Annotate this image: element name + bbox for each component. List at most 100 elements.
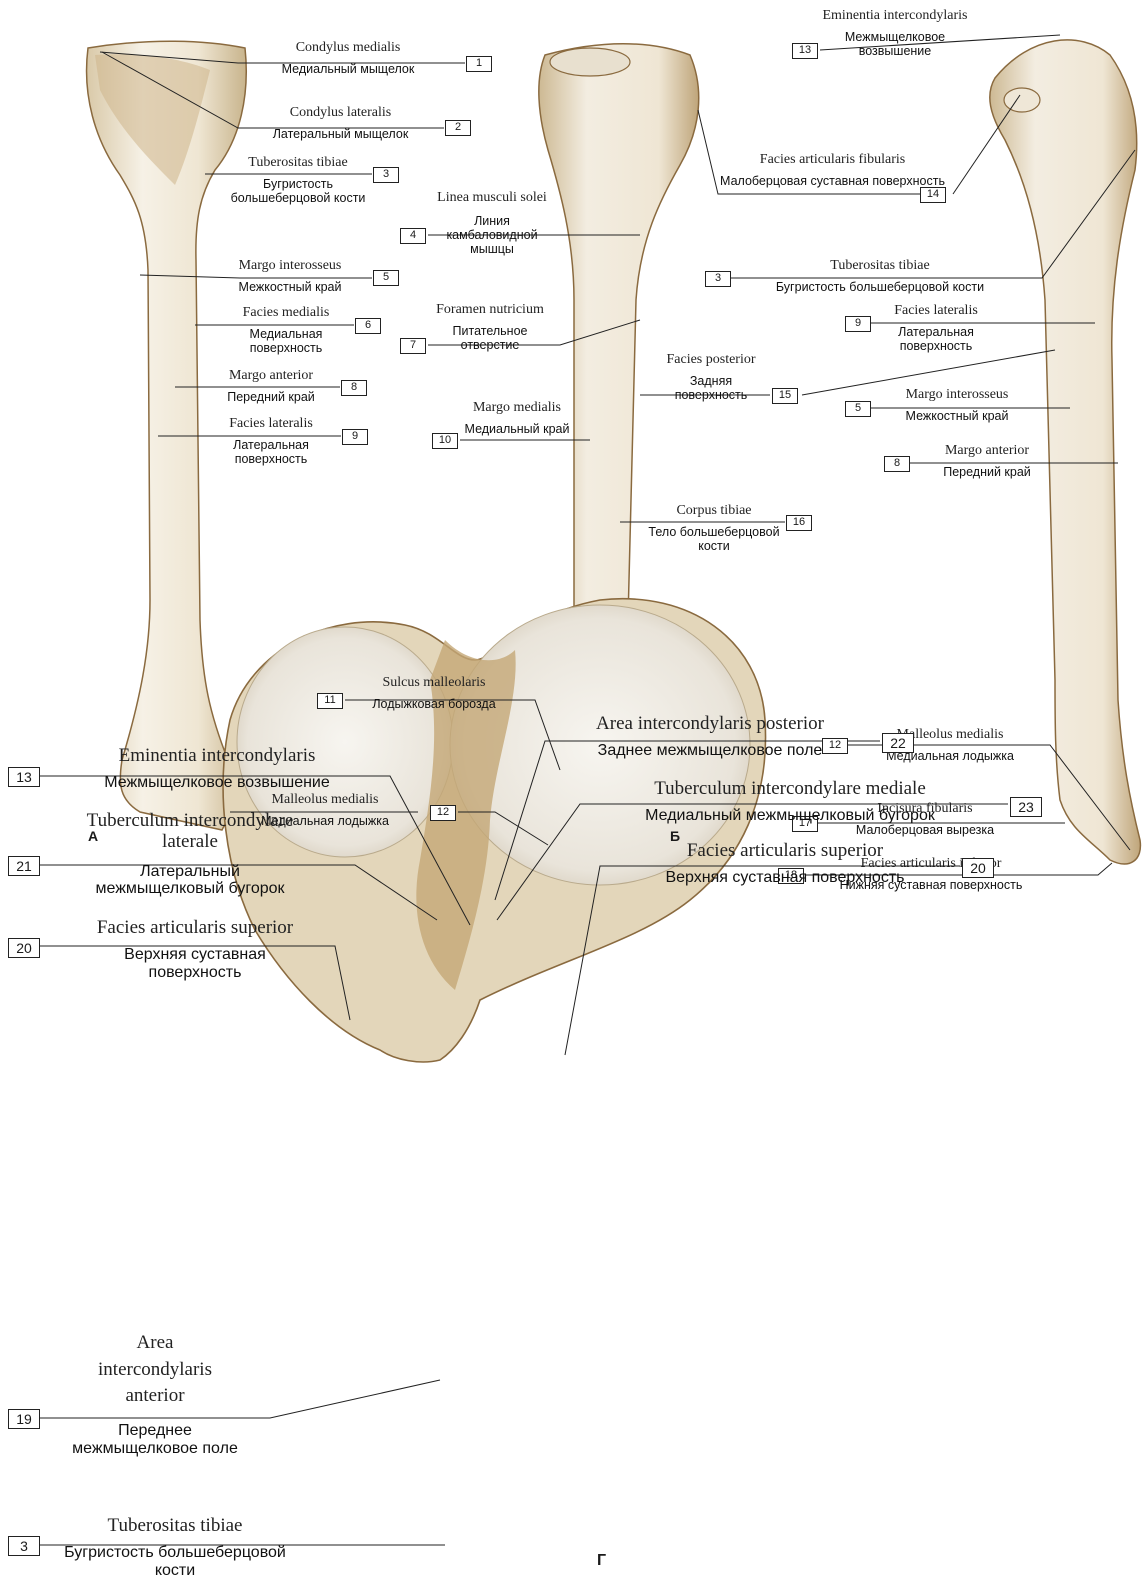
label-number: 5 (373, 270, 399, 286)
label-margo-anterior: Margo anterior Передний край (205, 368, 337, 404)
label-russian: Межмыщелковое возвышение (820, 30, 970, 58)
label-margo-interosseus: Margo interosseus Межкостный край (210, 258, 370, 294)
label-russian: Бугристость большеберцовой кости (735, 280, 1025, 294)
label-latin: Tuberositas tibiae (735, 258, 1025, 274)
label-russian: Медиальный мыщелок (238, 62, 458, 76)
label-number: 6 (355, 318, 381, 334)
label-condylus-medialis: Condylus medialis Медиальный мыщелок (238, 40, 458, 76)
label-number: 13 (8, 767, 40, 787)
label-number: 22 (882, 733, 914, 753)
label-latin: Corpus tibiae (646, 503, 782, 519)
label-russian: Малоберцовая суставная поверхность (720, 174, 945, 188)
label-number: 16 (786, 515, 812, 531)
label-number: 5 (845, 401, 871, 417)
label-latin: Condylus medialis (238, 40, 458, 56)
label-russian: Питательное отверстие (430, 324, 550, 352)
label-linea-musculi-solei: Linea musculi solei Линия камбаловидной … (432, 190, 552, 256)
label-russian: Верхняя суставная поверхность (620, 869, 950, 887)
label-russian: Медиальный край (462, 422, 572, 436)
label-facies-posterior: Facies posterior Задняя поверхность (655, 352, 767, 402)
label-latin: Facies articularis fibularis (720, 152, 945, 168)
label-number: 12 (430, 805, 456, 821)
label-facies-articularis-fibularis: Facies articularis fibularis Малоберцова… (720, 152, 945, 188)
label-facies-articularis-superior-medial: Facies articularis superior Верхняя суст… (620, 840, 950, 887)
label-latin: Malleolus medialis (850, 727, 1050, 743)
label-russian: Медиальная лодыжка (850, 749, 1050, 763)
label-latin: Tuberculum intercondylare mediale (580, 778, 1000, 799)
label-latin: Margo interosseus (210, 258, 370, 274)
label-russian: Тело большеберцовой кости (646, 525, 782, 553)
label-latin: Facies lateralis (870, 303, 1002, 319)
label-russian: Межкостный край (872, 409, 1042, 423)
label-latin: Margo anterior (912, 443, 1062, 459)
label-eminentia-intercondylaris-superior: Eminentia intercondylaris Межмыщелковое … (42, 745, 392, 792)
label-number: 23 (1010, 797, 1042, 817)
label-latin: Margo anterior (205, 368, 337, 384)
label-latin: Facies articularis superior (60, 917, 330, 938)
label-russian: Латеральная поверхность (870, 325, 1002, 353)
label-facies-medialis: Facies medialis Медиальная поверхность (220, 305, 352, 355)
label-russian: Медиальный межмыщелковый бугорок (580, 807, 1000, 825)
label-corpus-tibiae: Corpus tibiae Тело большеберцовой кости (646, 503, 782, 553)
label-foramen-nutricium: Foramen nutricium Питательное отверстие (430, 302, 550, 352)
label-number: 13 (792, 43, 818, 59)
label-russian: Передний край (205, 390, 337, 404)
label-russian: Бугристость большеберцовой кости (228, 177, 368, 205)
label-tuberculum-intercondylare-laterale: Tuberculum intercondylare laterale Латер… (60, 810, 320, 898)
label-sulcus-malleolaris: Sulcus malleolaris Лодыжковая борозда (346, 675, 522, 711)
label-russian: Латеральная поверхность (205, 438, 337, 466)
label-latin: Facies medialis (220, 305, 352, 321)
label-latin: Facies posterior (655, 352, 767, 368)
label-number: 4 (400, 228, 426, 244)
label-tuberositas-tibiae-superior: Tuberositas tibiae Бугристость большебер… (60, 1515, 290, 1580)
label-latin: Area intercondylaris anterior (90, 1330, 220, 1410)
label-russian: Лодыжковая борозда (346, 697, 522, 711)
label-number: 19 (8, 1409, 40, 1429)
label-latin: Sulcus malleolaris (346, 675, 522, 691)
label-russian: Верхняя суставная поверхность (95, 946, 295, 982)
label-russian: Переднее межмыщелковое поле (68, 1422, 243, 1458)
label-russian: Межкостный край (210, 280, 370, 294)
label-latin: Margo interosseus (872, 387, 1042, 403)
label-number: 20 (962, 858, 994, 878)
label-margo-interosseus-lateral: Margo interosseus Межкостный край (872, 387, 1042, 423)
label-number: 8 (884, 456, 910, 472)
label-tuberositas-tibiae: Tuberositas tibiae Бугристость большебер… (228, 155, 368, 205)
label-number: 15 (772, 388, 798, 404)
label-russian: Межмыщелковое возвышение (42, 774, 392, 792)
label-facies-articularis-superior-lateral: Facies articularis superior Верхняя суст… (60, 917, 330, 982)
label-area-intercondylaris-posterior: Area intercondylaris posterior Заднее ме… (545, 713, 875, 760)
label-number: 1 (466, 56, 492, 72)
label-number: 10 (432, 433, 458, 449)
label-russian: Передний край (912, 465, 1062, 479)
label-number: 20 (8, 938, 40, 958)
label-latin: Tuberculum intercondylare laterale (75, 810, 305, 853)
label-number: 8 (341, 380, 367, 396)
tibia-lateral-facet (1004, 88, 1040, 112)
label-latin: Tuberositas tibiae (228, 155, 368, 171)
label-russian: Линия камбаловидной мышцы (432, 214, 552, 256)
label-number: 7 (400, 338, 426, 354)
label-latin: Malleolus medialis (232, 792, 418, 808)
label-number: 3 (373, 167, 399, 183)
panel-letter-g: Г (597, 1552, 606, 1570)
label-number: 9 (342, 429, 368, 445)
label-number: 3 (705, 271, 731, 287)
label-number: 2 (445, 120, 471, 136)
label-facies-lateralis-lateral: Facies lateralis Латеральная поверхность (870, 303, 1002, 353)
label-latin: Margo medialis (462, 400, 572, 416)
label-russian: Медиальная поверхность (220, 327, 352, 355)
label-malleolus-medialis-lateral: Malleolus medialis Медиальная лодыжка (850, 727, 1050, 763)
tibia-posterior-plateau (550, 48, 630, 76)
label-tuberculum-intercondylare-mediale: Tuberculum intercondylare mediale Медиал… (580, 778, 1000, 825)
label-latin: Eminentia intercondylaris (820, 8, 970, 24)
label-number: 3 (8, 1536, 40, 1556)
label-latin: Condylus lateralis (238, 105, 443, 121)
label-number: 14 (920, 187, 946, 203)
label-margo-anterior-lateral: Margo anterior Передний край (912, 443, 1062, 479)
label-facies-lateralis: Facies lateralis Латеральная поверхность (205, 416, 337, 466)
label-number: 21 (8, 856, 40, 876)
label-latin: Eminentia intercondylaris (42, 745, 392, 766)
label-latin: Facies lateralis (205, 416, 337, 432)
